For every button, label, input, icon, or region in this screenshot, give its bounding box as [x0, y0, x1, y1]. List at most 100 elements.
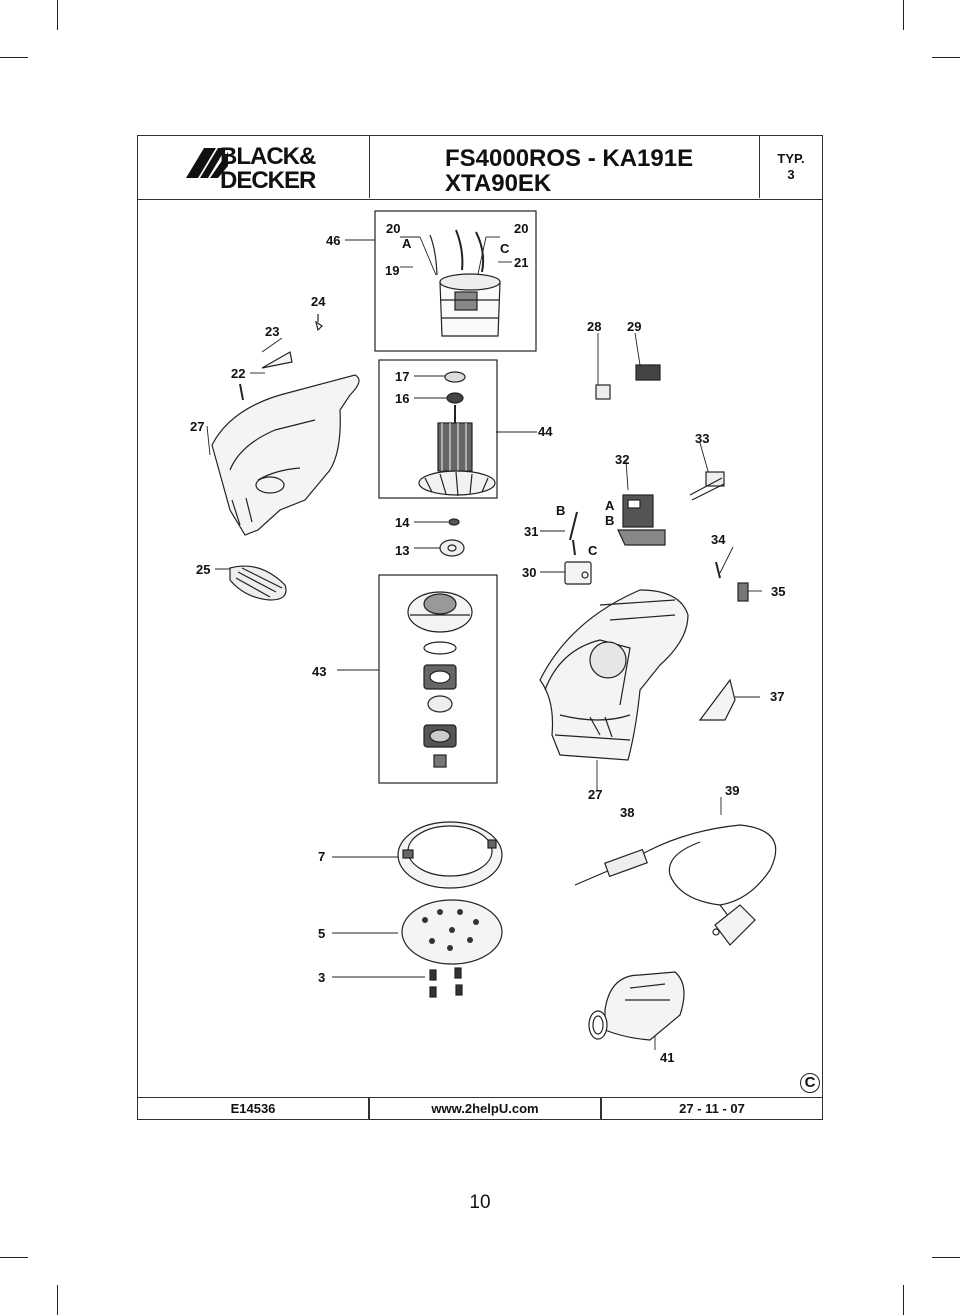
- crop-mark: [932, 57, 960, 58]
- brand-line-1: BLACK&: [220, 143, 316, 170]
- armature-frame: [378, 359, 498, 499]
- callout-17: 17: [395, 369, 410, 384]
- brush-holder-frame: [374, 210, 537, 352]
- callout-37: 37: [770, 689, 785, 704]
- callout-21: 21: [514, 255, 529, 270]
- crop-mark: [903, 1285, 904, 1315]
- brand-logo: BLACK& DECKER: [138, 136, 370, 198]
- washer-part: [444, 371, 466, 383]
- callout-33: 33: [695, 431, 710, 446]
- callout-46: 46: [326, 233, 341, 248]
- callout-23: 23: [265, 324, 280, 339]
- callout-30: 30: [522, 565, 537, 580]
- callout-35: 35: [771, 584, 786, 599]
- brand-name: BLACK& DECKER: [220, 143, 316, 194]
- cable-clamp-part: [689, 471, 725, 501]
- brush-spring-part: [635, 364, 661, 381]
- bearing-part: [446, 392, 464, 404]
- copyright-mark: C: [800, 1073, 820, 1093]
- washer-part: [423, 641, 457, 655]
- brush-holder-part: [429, 229, 501, 337]
- callout-b2: B: [605, 513, 615, 528]
- sheet-footer: E14536 www.2helpU.com 27 - 11 - 07: [138, 1097, 822, 1120]
- callout-a: A: [402, 236, 412, 251]
- model-line-1: FS4000ROS - KA191E: [445, 145, 694, 172]
- screws-part: [429, 967, 463, 998]
- sander-body-part: [539, 589, 689, 761]
- dust-bag-part: [588, 971, 685, 1041]
- model-title: FS4000ROS - KA191E XTA90EK: [445, 146, 693, 196]
- fan-part: [407, 591, 473, 633]
- bolt-part: [433, 754, 447, 768]
- crop-mark: [0, 57, 28, 58]
- callout-39: 39: [725, 783, 740, 798]
- callout-27b: 27: [588, 787, 603, 802]
- small-washer-part: [448, 518, 460, 526]
- callout-16: 16: [395, 391, 410, 406]
- callout-13: 13: [395, 543, 410, 558]
- crop-mark: [57, 0, 58, 30]
- leader-lines: [206, 236, 762, 1050]
- crop-mark: [903, 0, 904, 30]
- type-label: TYP.: [777, 151, 805, 166]
- crop-mark: [57, 1285, 58, 1315]
- callout-24: 24: [311, 294, 326, 309]
- crop-mark: [932, 1257, 960, 1258]
- armature-part: [418, 405, 496, 497]
- callout-41: 41: [660, 1050, 675, 1065]
- side-label-part: [698, 678, 736, 721]
- document-code: E14536: [230, 1101, 276, 1116]
- logo-mark-icon: [186, 148, 228, 178]
- power-cord-part: [574, 824, 777, 946]
- callout-31: 31: [524, 524, 539, 539]
- crop-mark: [0, 1257, 28, 1258]
- callout-20: 20: [386, 221, 401, 236]
- housing-half-part: [211, 374, 360, 536]
- callout-44: 44: [538, 424, 553, 439]
- bearing-ring-part: [439, 539, 465, 557]
- brush-part: [595, 384, 611, 400]
- bearing-part: [427, 695, 453, 713]
- type-number: 3: [787, 167, 795, 182]
- callout-14: 14: [395, 515, 410, 530]
- strain-relief-part: [737, 582, 749, 602]
- callout-38: 38: [620, 805, 635, 820]
- clip-part: [315, 314, 323, 332]
- page-number: 10: [469, 1192, 491, 1213]
- screw-part: [239, 383, 244, 401]
- callout-28: 28: [587, 319, 602, 334]
- sanding-pad-part: [401, 899, 503, 965]
- callout-34: 34: [711, 532, 726, 547]
- callout-c2: C: [588, 543, 598, 558]
- switch-part: [617, 494, 666, 546]
- callout-43: 43: [312, 664, 327, 679]
- footer-divider: [600, 1098, 602, 1120]
- footer-divider: [368, 1098, 370, 1120]
- callout-c: C: [500, 241, 510, 256]
- callout-19: 19: [385, 263, 400, 278]
- callout-32: 32: [615, 452, 630, 467]
- callout-a2: A: [605, 498, 615, 513]
- switch-wire-part: [569, 511, 578, 556]
- type-cell: TYP. 3: [759, 136, 822, 198]
- callout-b: B: [556, 503, 566, 518]
- fan-bearing-frame: [378, 574, 498, 784]
- callout-29: 29: [627, 319, 642, 334]
- callout-22: 22: [231, 366, 246, 381]
- document-date: 27 - 11 - 07: [679, 1101, 745, 1116]
- brand-line-2: DECKER: [220, 167, 316, 194]
- callout-20b: 20: [514, 221, 529, 236]
- website-link[interactable]: www.2helpU.com: [431, 1101, 539, 1116]
- callout-27: 27: [190, 419, 205, 434]
- callout-5: 5: [318, 926, 326, 941]
- pad-holder-part: [397, 821, 503, 889]
- model-line-2: XTA90EK: [445, 170, 552, 197]
- callout-25: 25: [196, 562, 211, 577]
- grille-part: [229, 565, 287, 601]
- parts-sheet: BLACK& DECKER FS4000ROS - KA191E XTA90EK…: [137, 135, 823, 1120]
- screw-part: [715, 561, 721, 579]
- wedge-part: [261, 351, 293, 369]
- callout-7: 7: [318, 849, 326, 864]
- callout-3: 3: [318, 970, 326, 985]
